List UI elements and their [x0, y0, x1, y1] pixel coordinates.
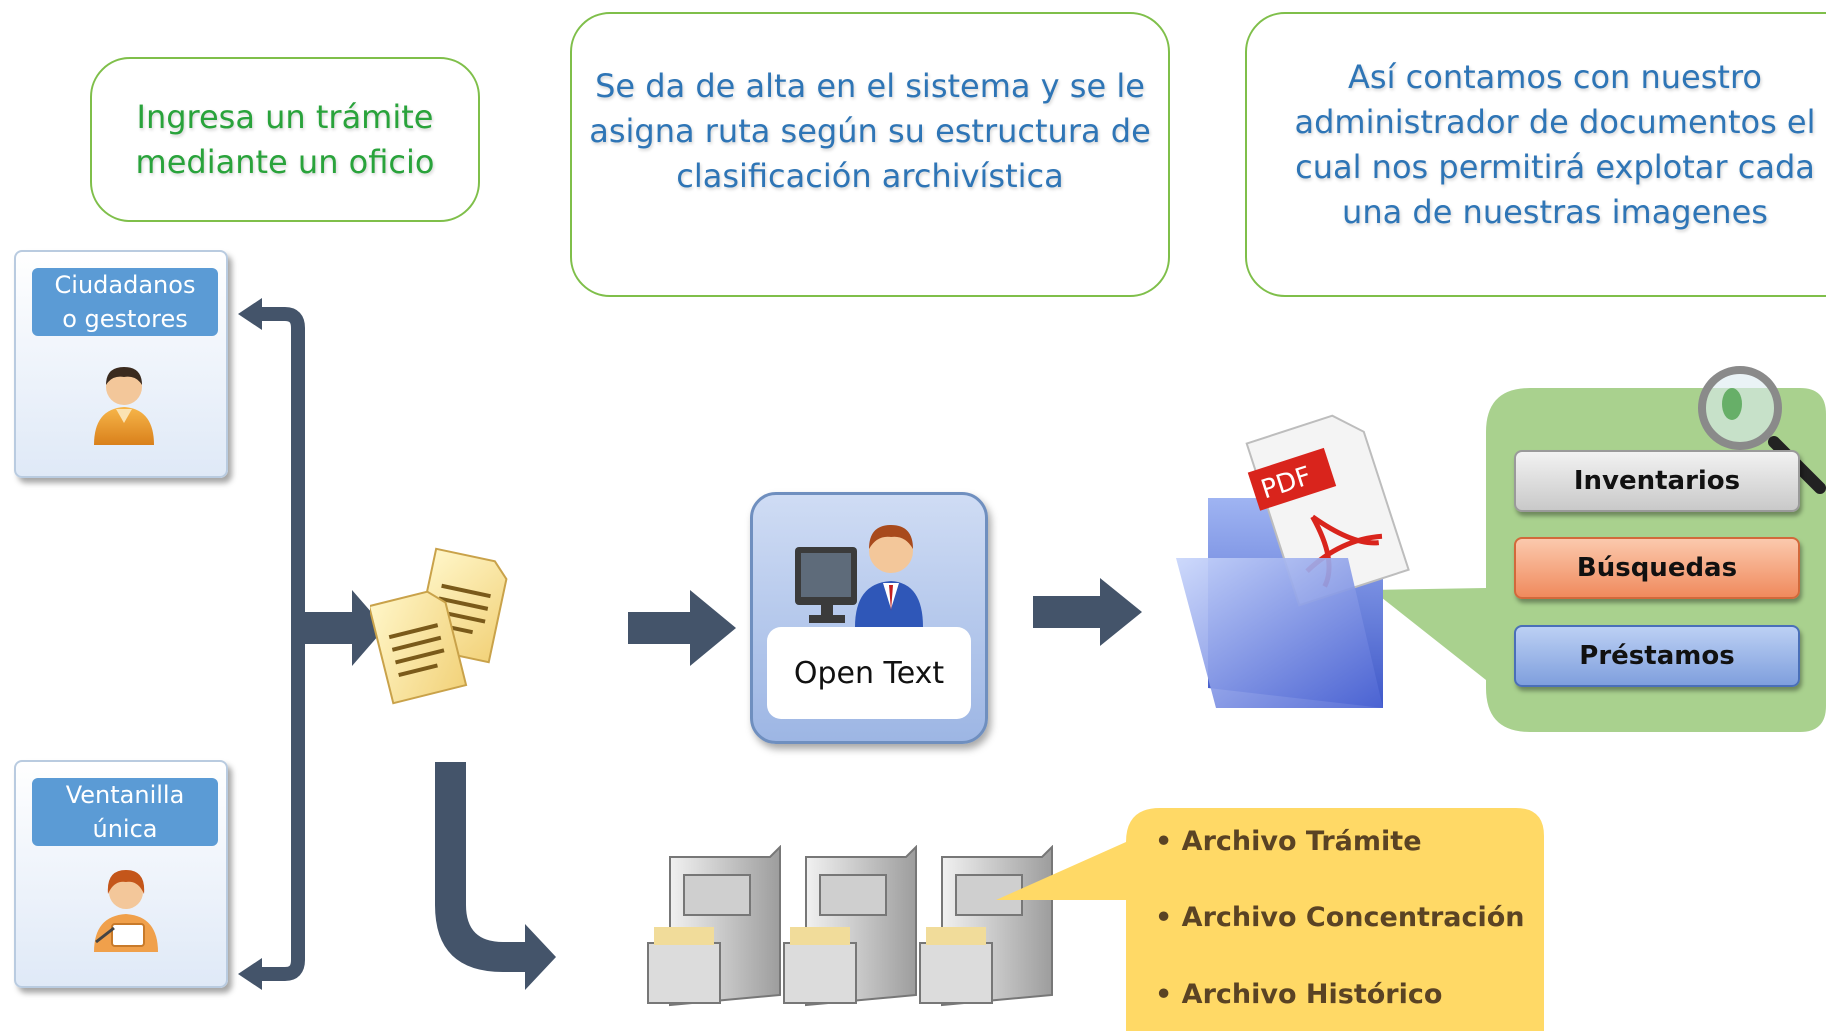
arrow-to-opentext — [628, 590, 736, 666]
arrow-to-cabinets — [435, 762, 556, 990]
menu-button-inventarios[interactable]: Inventarios — [1514, 450, 1800, 512]
cabinet-3 — [919, 845, 1053, 1007]
menu-label-prestamos: Préstamos — [1579, 641, 1735, 671]
opentext-box: Open Text — [750, 492, 988, 744]
archive-item-concentracion: • Archivo Concentración — [1155, 902, 1525, 933]
bullet: • — [1155, 826, 1182, 857]
arrow-to-documents — [298, 590, 385, 666]
actor-card-ciudadanos: Ciudadanos o gestores — [14, 250, 228, 478]
menu-label-busquedas: Búsquedas — [1576, 553, 1738, 583]
citizen-icon — [94, 367, 154, 445]
bracket-arrowhead-top — [238, 298, 262, 330]
menu-button-prestamos[interactable]: Préstamos — [1514, 625, 1800, 687]
menu-label-inventarios: Inventarios — [1573, 466, 1741, 496]
callout-alta-sistema: Se da de alta en el sistema y se le asig… — [570, 12, 1170, 297]
archive-item-tramite: • Archivo Trámite — [1155, 826, 1422, 857]
actor-label-ventanilla: Ventanilla única — [32, 778, 218, 846]
archive-label-tramite: Archivo Trámite — [1181, 826, 1422, 857]
pdf-folder-icon: PDF — [1176, 414, 1410, 708]
clerk-icon — [94, 870, 158, 952]
callout-alta-text: Se da de alta en el sistema y se le asig… — [589, 67, 1151, 195]
actor-card-ventanilla: Ventanilla única — [14, 760, 228, 988]
archive-label-historico: Archivo Histórico — [1181, 979, 1443, 1010]
archive-label-concentracion: Archivo Concentración — [1181, 902, 1525, 933]
computer-user-icon — [795, 525, 923, 627]
bullet: • — [1155, 902, 1182, 933]
file-cabinet-icon — [647, 845, 1053, 1007]
archive-item-historico: • Archivo Histórico — [1155, 979, 1442, 1010]
bullet: • — [1155, 979, 1182, 1010]
cabinet-2 — [783, 845, 917, 1007]
callout-administrador-text: Así contamos con nuestro administrador d… — [1294, 57, 1816, 231]
documents-icon — [370, 547, 508, 705]
opentext-label: Open Text — [793, 655, 945, 691]
callout-ingresa-text: Ingresa un trámite mediante un oficio — [135, 97, 435, 181]
menu-button-busquedas[interactable]: Búsquedas — [1514, 537, 1800, 599]
cabinet-1 — [647, 845, 781, 1007]
bracket-arrowhead-bottom — [238, 958, 262, 990]
actor-label-ciudadanos: Ciudadanos o gestores — [32, 268, 218, 336]
callout-administrador: Así contamos con nuestro administrador d… — [1245, 12, 1826, 297]
opentext-label-box: Open Text — [767, 627, 971, 719]
callout-ingresa-tramite: Ingresa un trámite mediante un oficio — [90, 57, 480, 222]
arrow-to-folder — [1033, 578, 1142, 646]
